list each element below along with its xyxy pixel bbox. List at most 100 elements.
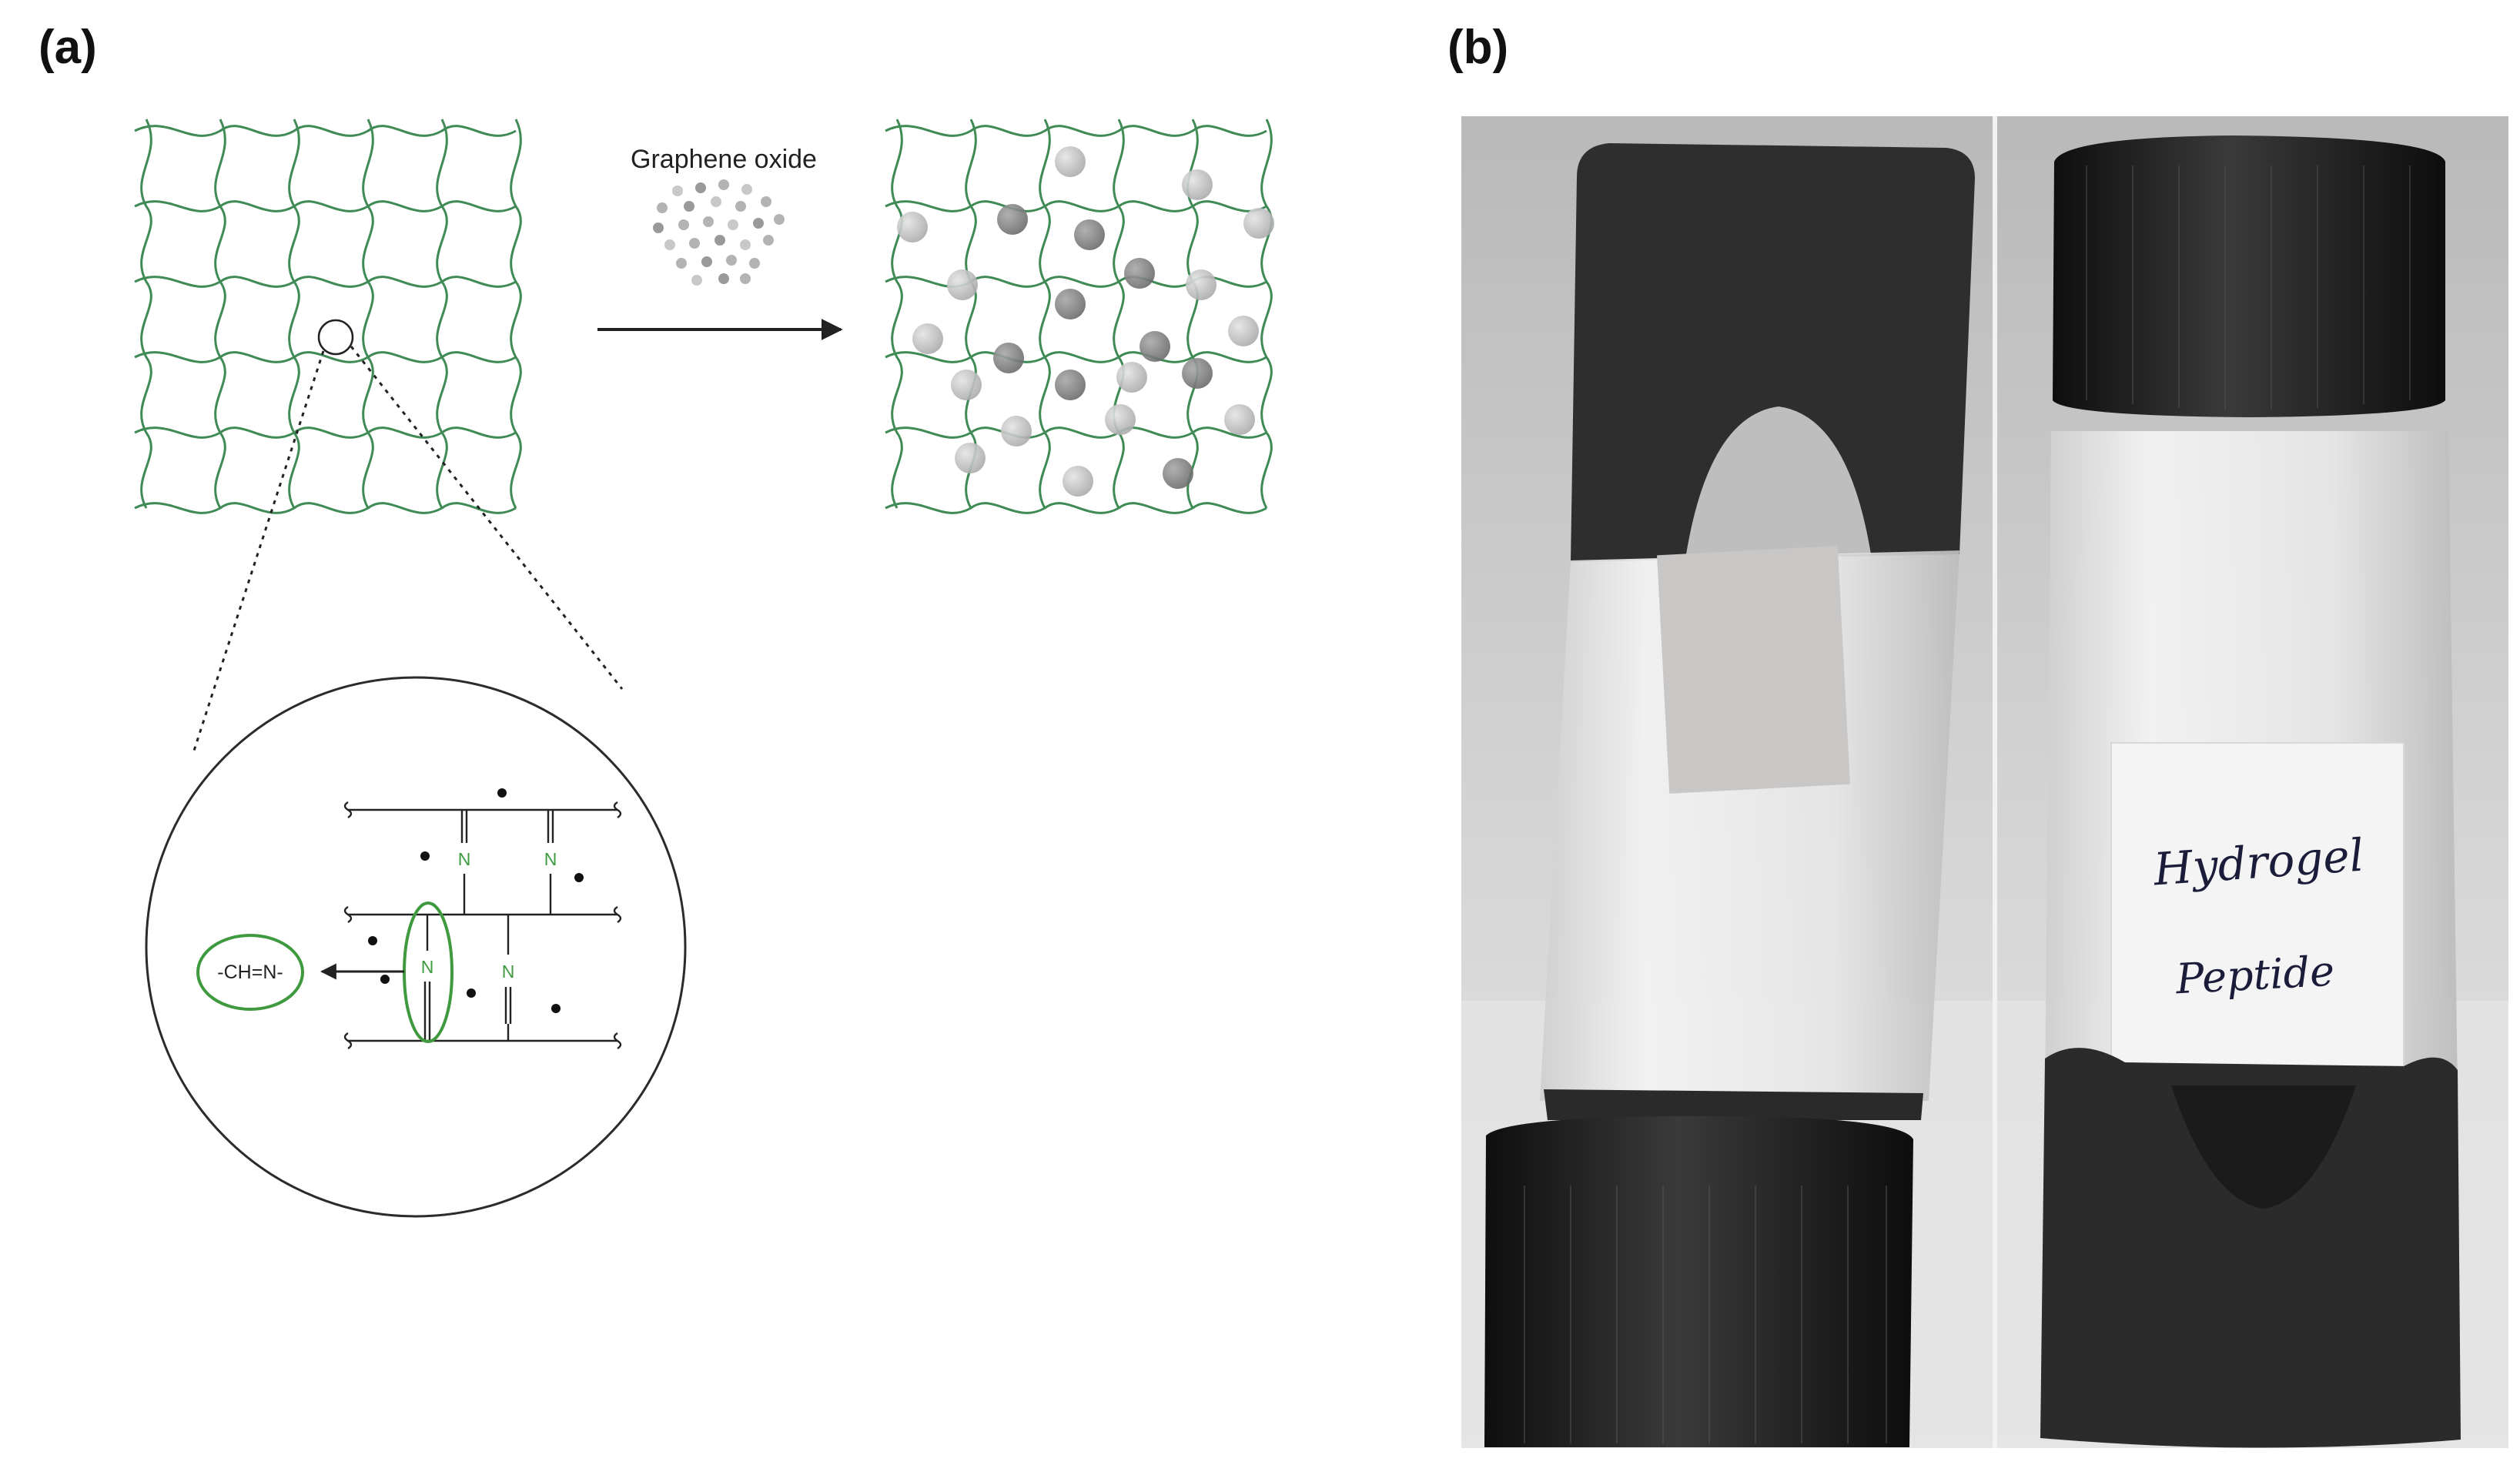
upright-vial: Hydrogel Peptide: [2040, 135, 2461, 1448]
network-strand: [510, 119, 522, 509]
graphene-oxide-dot: [678, 219, 689, 230]
embedded-graphene-oxide-dot: [897, 212, 928, 242]
graphene-oxide-dot: [689, 238, 700, 249]
network-strand: [140, 119, 152, 509]
graphene-oxide-dot: [763, 235, 774, 246]
hydrogel-network-left: [134, 119, 522, 514]
embedded-graphene-oxide-dot: [1074, 219, 1105, 250]
panel-label-a: (a): [38, 21, 97, 74]
network-strand: [1039, 119, 1051, 509]
graphene-oxide-label: Graphene oxide: [631, 145, 817, 174]
vial-label-line-2: Peptide: [2174, 947, 2336, 1004]
graphene-oxide-dot: [718, 273, 729, 284]
network-strand: [885, 125, 1267, 137]
embedded-graphene-oxide-dot: [1182, 358, 1213, 389]
nitrogen-symbol-4: N: [502, 962, 515, 982]
embedded-graphene-oxide-dot: [951, 370, 982, 400]
graphene-oxide-particles: [653, 179, 785, 286]
embedded-graphene-oxide-dot: [1105, 404, 1136, 435]
embedded-graphene-oxide-dot: [1055, 146, 1086, 177]
network-strand: [134, 502, 517, 514]
network-strand: [214, 119, 226, 509]
embedded-graphene-oxide-dot: [947, 269, 978, 300]
inverted-vial-cap: [1484, 1115, 1913, 1447]
graphene-oxide-dot: [684, 201, 694, 212]
graphene-oxide-dot: [695, 182, 706, 193]
network-strand: [134, 351, 517, 363]
imine-bond-label: -CH=N-: [217, 962, 283, 983]
upright-vial-cap: [2053, 135, 2445, 417]
embedded-graphene-oxide-dot: [1140, 331, 1170, 362]
network-strand: [1260, 119, 1273, 509]
embedded-graphene-oxide-dot: [1163, 458, 1193, 489]
embedded-graphene-oxide-dot: [1055, 370, 1086, 400]
hydrogel-network-right: [885, 119, 1273, 514]
graphene-oxide-dot: [749, 258, 760, 269]
graphene-oxide-dot: [657, 202, 668, 213]
network-strand: [436, 119, 448, 509]
inverted-vial-label: [1657, 546, 1850, 794]
nitrogen-symbol-1: N: [458, 849, 471, 869]
graphene-oxide-dot: [761, 196, 771, 207]
upright-vial-label: [2110, 742, 2405, 1067]
embedded-graphene-oxide-dot: [912, 323, 943, 354]
panel-b-photo: Hydrogel Peptide: [1461, 116, 2508, 1448]
zoom-source-circle: [317, 319, 354, 356]
graphene-oxide-dot: [741, 184, 752, 195]
panel-a: Graphene oxide: [134, 119, 1274, 1218]
nitrogen-symbol-3: N: [421, 957, 434, 977]
zoom-guide-line-right: [350, 346, 624, 690]
network-strand: [134, 200, 517, 212]
embedded-graphene-oxide-particles: [897, 146, 1274, 497]
network-strand: [965, 119, 977, 509]
embedded-graphene-oxide-dot: [997, 204, 1028, 235]
network-strand: [362, 119, 374, 509]
network-strand: [1113, 119, 1125, 509]
upright-vial-gel: [2040, 1048, 2461, 1448]
graphene-oxide-dot: [735, 201, 746, 212]
network-strand: [885, 426, 1267, 439]
inverted-vial-glass: [1540, 550, 1959, 1101]
network-strand: [134, 125, 517, 137]
embedded-graphene-oxide-dot: [955, 443, 986, 473]
graphene-oxide-dot: [740, 273, 751, 284]
graphene-oxide-dot: [701, 256, 712, 267]
embedded-graphene-oxide-dot: [1063, 466, 1093, 497]
embedded-graphene-oxide-dot: [1124, 258, 1155, 289]
graphene-oxide-dot: [664, 239, 675, 250]
imine-crosslink-structure: [343, 801, 622, 1050]
graphene-oxide-dot: [691, 275, 702, 286]
network-strand: [134, 276, 517, 288]
embedded-graphene-oxide-dot: [993, 343, 1024, 373]
embedded-graphene-oxide-dot: [1228, 316, 1259, 346]
embedded-graphene-oxide-dot: [1186, 269, 1216, 300]
graphene-oxide-dot: [672, 186, 683, 196]
graphene-oxide-dot: [726, 255, 737, 266]
embedded-graphene-oxide-dot: [1116, 362, 1147, 393]
inverted-vial: [1484, 143, 1975, 1447]
embedded-graphene-oxide-dot: [1182, 169, 1213, 200]
graphene-oxide-dot: [774, 214, 785, 225]
graphene-oxide-dot: [753, 218, 764, 229]
graphene-oxide-dot: [703, 216, 714, 227]
graphene-oxide-dot: [728, 219, 738, 230]
network-strand: [891, 119, 903, 509]
embedded-graphene-oxide-dot: [1001, 416, 1032, 447]
bond-label-ring: [196, 934, 304, 1011]
embedded-graphene-oxide-dot: [1055, 289, 1086, 319]
nitrogen-symbol-2: N: [544, 849, 557, 869]
embedded-graphene-oxide-dot: [1224, 404, 1255, 435]
network-strand: [288, 119, 300, 509]
graphene-oxide-dot: [740, 239, 751, 250]
panel-label-b: (b): [1447, 21, 1508, 74]
graphene-oxide-dot: [715, 235, 725, 246]
zoom-guide-line-left: [192, 350, 325, 751]
embedded-graphene-oxide-dot: [1243, 208, 1274, 239]
magnified-particles: [368, 788, 584, 1013]
inverted-vial-gel: [1571, 143, 1975, 562]
graphene-oxide-dot: [711, 196, 721, 207]
network-strand: [885, 351, 1267, 363]
network-strand: [885, 502, 1267, 514]
magnified-view-circle: [145, 676, 687, 1218]
